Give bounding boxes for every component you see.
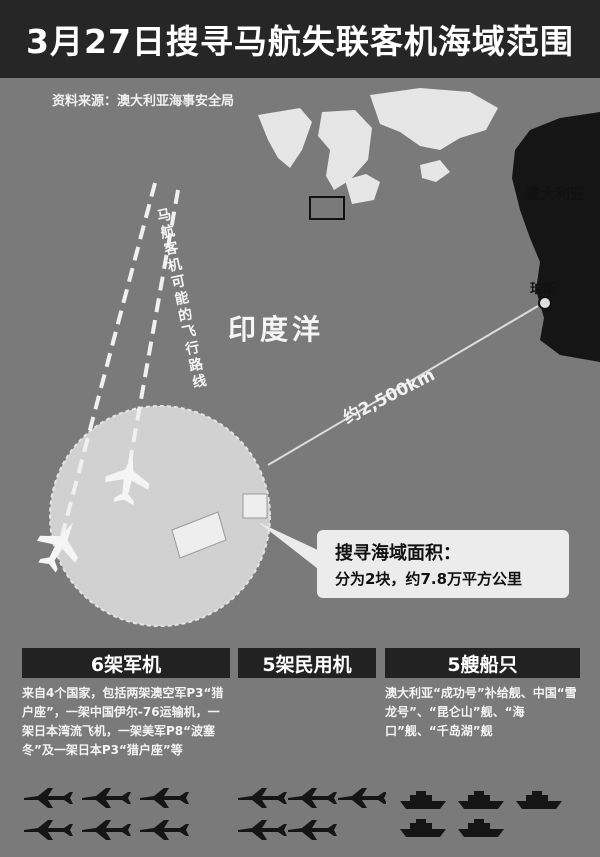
callout-title: 搜寻海域面积： bbox=[335, 543, 461, 564]
callout-detail: 分为2块，约7.8万平方公里 bbox=[335, 570, 523, 588]
perth-marker bbox=[538, 296, 552, 310]
column-heading: 6架军机 bbox=[22, 648, 230, 678]
ship-icon bbox=[458, 819, 504, 837]
column-text: 澳大利亚“成功号”补给舰、中国“雪龙号”、“昆仑山”舰、“海口”舰、“千岛湖”舰 bbox=[385, 686, 577, 738]
plane-icon bbox=[104, 452, 150, 506]
ship-icon bbox=[516, 791, 562, 809]
plane-icon bbox=[288, 788, 337, 808]
ship-icon bbox=[400, 791, 446, 809]
search-area-callout: 搜寻海域面积： 分为2块，约7.8万平方公里 bbox=[317, 530, 569, 598]
distance-line bbox=[267, 305, 539, 466]
military-plane-icons bbox=[22, 780, 232, 850]
plane-icon bbox=[140, 820, 189, 840]
ships-column: 5艘船只 澳大利亚“成功号”补给舰、中国“雪龙号”、“昆仑山”舰、“海口”舰、“… bbox=[385, 648, 580, 741]
map-graphic bbox=[36, 88, 600, 627]
civil-aircraft-column: 5架民用机 bbox=[238, 648, 376, 684]
search-block-1 bbox=[171, 511, 227, 559]
perth-label: 珀斯 bbox=[530, 282, 557, 297]
plane-icon bbox=[238, 820, 287, 840]
world-inset-map bbox=[258, 88, 498, 204]
australia-label: 澳大利亚 bbox=[525, 185, 586, 203]
callout-pointer bbox=[258, 522, 322, 572]
column-heading: 5艘船只 bbox=[385, 648, 580, 678]
plane-icon bbox=[238, 788, 287, 808]
ocean-label: 印度洋 bbox=[228, 313, 325, 346]
plane-icon bbox=[82, 820, 131, 840]
inset-location-box bbox=[309, 196, 345, 220]
plane-icon bbox=[338, 788, 386, 808]
plane-icon bbox=[24, 788, 73, 808]
search-area-circle bbox=[49, 405, 271, 627]
australia-landmass bbox=[512, 112, 600, 362]
search-block-2 bbox=[242, 493, 268, 519]
civil-plane-icons bbox=[236, 780, 386, 850]
ship-icon bbox=[400, 819, 446, 837]
military-aircraft-column: 6架军机 来自4个国家，包括两架澳空军P3“猎户座”，一架中国伊尔-76运输机，… bbox=[22, 648, 230, 760]
flight-route-2 bbox=[128, 189, 180, 463]
column-text: 来自4个国家，包括两架澳空军P3“猎户座”，一架中国伊尔-76运输机，一架日本湾… bbox=[22, 686, 224, 757]
plane-icon bbox=[82, 788, 131, 808]
map-area: 印度洋 澳大利亚 珀斯 约2,500km 马航客机可能的飞行路线 bbox=[0, 78, 600, 638]
page-title: 3月27日搜寻马航失联客机海域范围 bbox=[0, 0, 600, 78]
plane-icon bbox=[140, 788, 189, 808]
plane-icon bbox=[288, 820, 337, 840]
plane-icon bbox=[36, 522, 79, 573]
ship-icons bbox=[400, 785, 580, 845]
source-note: 资料来源：澳大利亚海事安全局 bbox=[52, 94, 235, 109]
ship-icon bbox=[458, 791, 504, 809]
flight-route-1 bbox=[60, 182, 157, 537]
plane-icon bbox=[24, 820, 73, 840]
column-heading: 5架民用机 bbox=[238, 648, 376, 678]
